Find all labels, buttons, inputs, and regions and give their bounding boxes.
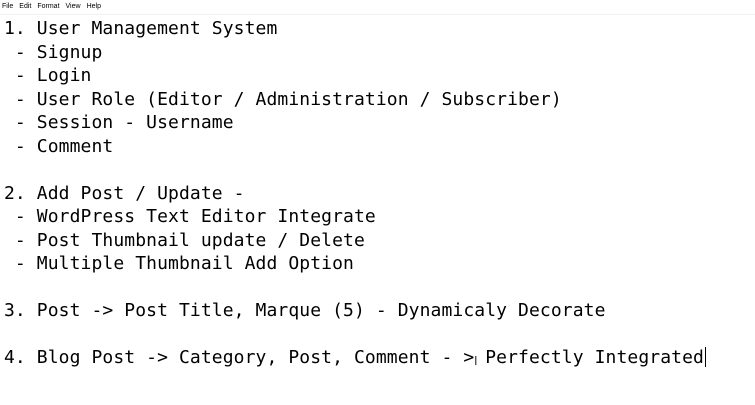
text-line: - WordPress Text Editor Integrate — [4, 206, 376, 227]
text-line: - Login — [4, 65, 92, 86]
text-line — [4, 276, 706, 300]
text-line: - Post Thumbnail update / Delete — [4, 229, 365, 251]
document-text[interactable]: 1. User Management System - Signup - Log… — [4, 17, 706, 370]
menu-format[interactable]: Format — [37, 3, 60, 10]
menu-file[interactable]: File — [2, 3, 14, 10]
menu-bar: File Edit Format View Help — [0, 0, 755, 15]
menu-edit[interactable]: Edit — [19, 3, 32, 10]
text-caret — [704, 347, 706, 367]
text-line: - Signup — [4, 41, 103, 63]
text-line — [4, 323, 706, 347]
menu-view[interactable]: View — [65, 3, 81, 10]
text-line: - Session - Username — [4, 112, 234, 133]
text-line: - User Role (Editor / Administration / S… — [4, 88, 562, 110]
text-line: 3. Post -> Post Title, Marque (5) - Dyna… — [4, 300, 606, 321]
text-line: 1. User Management System — [4, 18, 278, 39]
text-line: - Multiple Thumbnail Add Option — [4, 253, 354, 274]
ibeam-cursor-icon: I — [474, 354, 478, 368]
menu-help[interactable]: Help — [86, 3, 101, 10]
text-line: 4. Blog Post -> Category, Post, Comment … — [4, 347, 704, 368]
text-line — [4, 158, 706, 182]
text-line: 2. Add Post / Update - — [4, 182, 245, 204]
text-editor-area[interactable]: 1. User Management System - Signup - Log… — [0, 14, 755, 405]
text-line: - Comment — [4, 135, 114, 157]
